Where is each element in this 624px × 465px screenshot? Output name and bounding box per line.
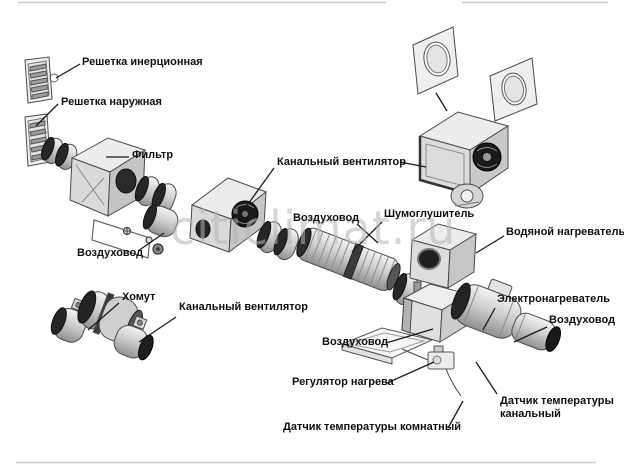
leader-lines: [35, 63, 548, 429]
duct-rings-drawing: [134, 175, 179, 238]
heat-regulator-drawing: [401, 345, 462, 397]
label-duct-mid: Воздуховод: [293, 212, 360, 224]
label-duct-fan-main: Канальный вентилятор: [277, 156, 406, 168]
room-fan-assembly-drawing: [50, 290, 154, 361]
label-silencer: Шумоглушитель: [384, 208, 475, 220]
inertial-grille-drawing: [24, 56, 59, 104]
duct-rings-drawing: [41, 136, 78, 170]
mounting-plates-drawing: [412, 26, 538, 122]
label-electric-heater: Электронагреватель: [497, 293, 611, 305]
end-duct-drawing: [511, 312, 561, 352]
label-duct-heater: Воздуховод: [322, 336, 389, 348]
label-duct-fan-small: Канальный вентилятор: [179, 301, 308, 313]
label-filter: Фильтр: [132, 149, 174, 161]
label-temp-sensor-duct: Датчик температуры канальный: [500, 395, 614, 420]
inline-fan-box-drawing: [189, 177, 268, 254]
label-duct-outlet: Воздуховод: [549, 314, 616, 326]
label-external-grille: Решетка наружная: [61, 96, 162, 108]
page-border-artifact: [16, 1, 608, 464]
exploded-duct-drawing: [142, 203, 179, 238]
electric-heater-drawing: [450, 278, 522, 339]
label-temp-sensor-room: Датчик температуры комнатный: [283, 421, 461, 433]
exploded-fan-unit-drawing: [418, 111, 510, 209]
label-clamp: Хомут: [122, 291, 156, 303]
duct-rings-drawing: [256, 221, 299, 261]
label-heat-regulator: Регулятор нагрева: [292, 376, 394, 388]
label-duct-after-filter: Воздуховод: [77, 247, 144, 259]
label-water-heater: Водяной нагреватель: [506, 226, 624, 238]
silencer-drawing: [296, 227, 418, 306]
filter-box-drawing: [69, 137, 147, 217]
label-inertial-grille: Решетка инерционная: [82, 56, 203, 68]
